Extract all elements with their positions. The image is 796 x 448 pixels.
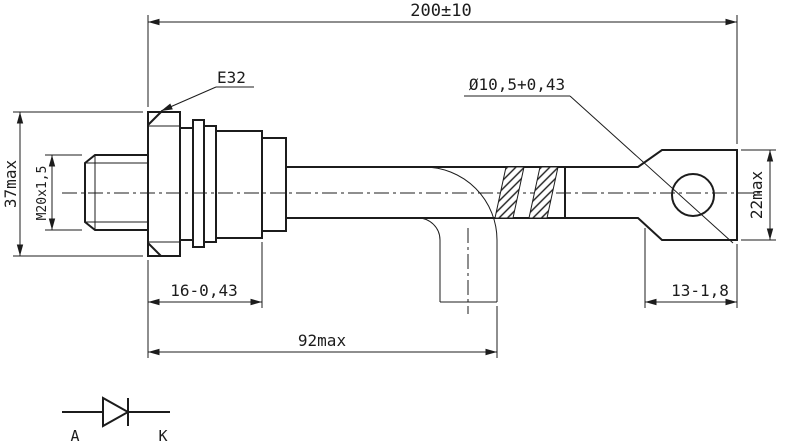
lug-body: [564, 149, 738, 241]
diode-symbol: A K: [62, 396, 170, 445]
cathode-label: K: [158, 427, 167, 445]
lug-height-label: 22max: [747, 171, 766, 220]
dim-lead-length: 92max: [148, 306, 498, 358]
ring-2: [192, 119, 205, 248]
bend-inner-arc: [417, 217, 441, 241]
anode-label: A: [70, 427, 79, 445]
dim-flange-dia: 37max: [1, 111, 143, 257]
ring-1: [179, 127, 194, 241]
callout-hole-dia: Ø10,5+0,43: [464, 75, 734, 244]
hex-size-label: E32: [217, 68, 246, 87]
hole-dia-label: Ø10,5+0,43: [469, 75, 565, 94]
mounting-hole: [671, 173, 715, 217]
leader-line: [569, 95, 734, 244]
bend-phantom: [417, 166, 498, 314]
hex-chamfer-top: [147, 111, 162, 126]
dim-overall-length: 200±10: [147, 1, 738, 144]
leader-line: [160, 86, 217, 112]
hex-flange-body: [147, 111, 181, 257]
mount-length-label: 16-0,43: [170, 281, 237, 300]
dim-overall-length-label: 200±10: [410, 1, 471, 21]
ring-3: [203, 125, 217, 243]
callout-hex-size: E32: [160, 68, 254, 112]
thread-label: M20x1,5: [35, 166, 50, 221]
lead-length-label: 92max: [298, 331, 347, 350]
hex-chamfer-bottom: [147, 242, 162, 257]
terminal-lug: [564, 149, 738, 241]
dim-mount-length: 16-0,43: [147, 242, 263, 358]
dim-lug-height: 22max: [741, 149, 776, 241]
dim-lug-length: 13-1,8: [644, 228, 738, 308]
ceramic-body: [215, 130, 263, 239]
flange-dia-label: 37max: [1, 160, 20, 209]
housing-stack: [179, 119, 287, 248]
diode-triangle: [102, 396, 131, 428]
bend-outer-arc: [423, 166, 498, 241]
cap-body: [261, 137, 287, 232]
break-mark-2: [528, 166, 559, 219]
lug-length-label: 13-1,8: [671, 281, 729, 300]
device-outline: [84, 111, 738, 314]
break-mark-1: [494, 166, 525, 219]
dim-thread: M20x1,5: [35, 154, 82, 231]
dimensions: 200±10 E32 Ø10,5+0,43 37max M20x1,5: [1, 1, 776, 358]
hex-flange: [147, 111, 181, 257]
